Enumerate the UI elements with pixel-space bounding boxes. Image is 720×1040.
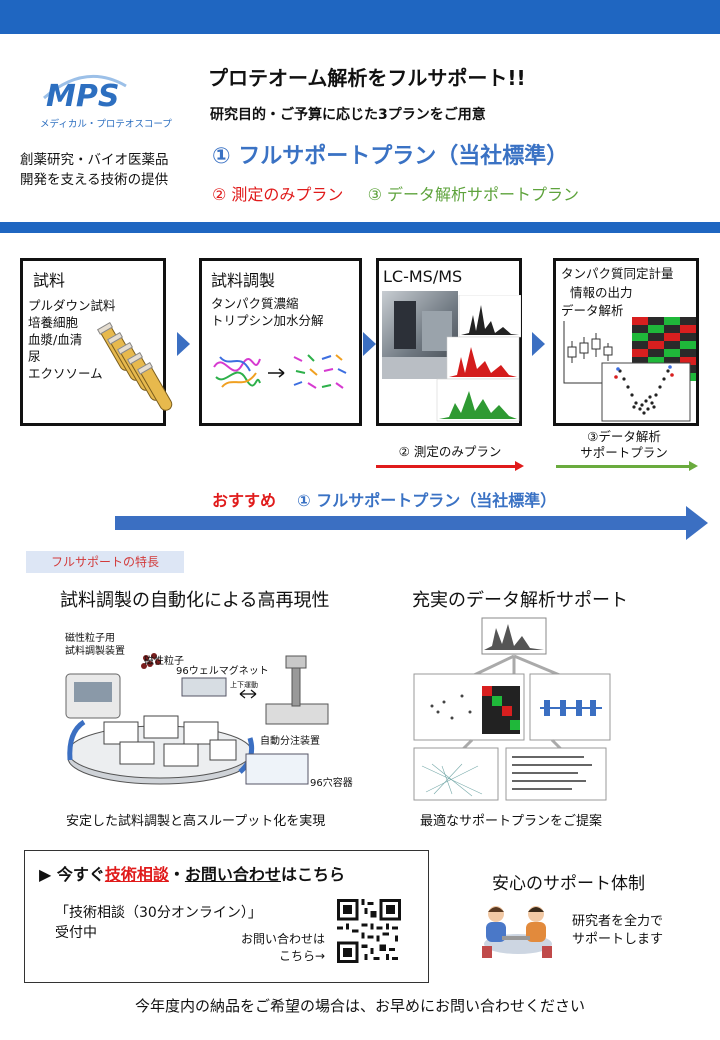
headline: プロテオーム解析をフルサポート!! — [208, 66, 526, 90]
tech-consult-link[interactable]: 技術相談 — [104, 865, 169, 884]
contact-suffix: はこちら — [280, 865, 345, 884]
plan3-flow-label: ③データ解析 サポートプラン — [562, 429, 686, 461]
support-line: 研究者を全力で — [572, 914, 664, 929]
support-line: サポートします — [572, 932, 664, 947]
data-analysis-plots-icon — [563, 317, 696, 422]
contact-heading: ▶ 今すぐ技術相談・お問い合わせはこちら — [39, 861, 345, 885]
plan1-title: ① フルサポートプラン（当社標準） — [212, 144, 569, 169]
flow-arrow-icon — [177, 332, 190, 356]
analysis-caption: 最適なサポートプランをご提案 — [420, 814, 603, 829]
step-item: 血漿/血清 — [28, 332, 83, 347]
workflow-step-lcms: LC-MS/MS — [376, 258, 522, 426]
step-item: トリプシン加水分解 — [211, 313, 324, 328]
contact-panel: ▶ 今すぐ技術相談・お問い合わせはこちら 「技術相談（30分オンライン）」 受付… — [24, 850, 429, 983]
logo-subtitle: メディカル・プロテオスコープ — [40, 119, 172, 130]
features-tag: フルサポートの特長 — [26, 551, 184, 573]
step-title: 試料 — [33, 271, 66, 290]
step-item-list: タンパク質濃縮 トリプシン加水分解 — [211, 295, 324, 329]
device-label: 磁性粒子用 試料調製装置 — [65, 632, 125, 658]
inquiry-hint-line: お問い合わせは — [240, 932, 325, 946]
feature-heading-automation: 試料調製の自動化による高再現性 — [60, 590, 330, 611]
inquiry-hint-line: こちら→ — [278, 949, 325, 963]
tagline-line: 開発を支える技術の提供 — [20, 172, 169, 188]
step-item-list: プルダウン試料 培養細胞 血漿/血清 尿 エクソソーム — [28, 297, 116, 382]
qr-code-icon[interactable] — [337, 899, 401, 963]
arrow-right-icon — [515, 461, 524, 471]
section-divider-bar — [0, 222, 720, 233]
flow-arrow-icon — [532, 332, 545, 356]
plan3-flow-line — [556, 465, 690, 468]
data-analysis-illustration — [413, 617, 611, 801]
dispenser-label: 自動分注装置 — [260, 736, 320, 747]
sample-tubes-icon — [97, 322, 175, 423]
step-item: データ解析 — [561, 303, 624, 318]
automation-equipment-icon — [65, 653, 329, 785]
top-banner-bar — [0, 0, 720, 34]
subheadline: 研究目的・ご予算に応じた3プランをご用意 — [210, 107, 486, 123]
step-item: 尿 — [28, 349, 41, 364]
plan2-flow-label: ② 測定のみプラン — [398, 444, 502, 459]
arrow-right-icon — [689, 461, 698, 471]
plate-label: 96穴容器 — [310, 778, 353, 789]
step-item: 情報の出力 — [570, 285, 633, 300]
flow-arrow-icon — [363, 332, 376, 356]
support-text: 研究者を全力で サポートします — [572, 913, 663, 949]
step-title: 試料調製 — [211, 271, 276, 290]
contact-prefix: ▶ 今すぐ — [39, 865, 105, 884]
consult-line: 受付中 — [55, 925, 97, 941]
inquiry-hint: お問い合わせは こちら→ — [221, 931, 325, 965]
tagline-line: 創薬研究・バイオ医薬品 — [20, 152, 169, 168]
workflow-step-analysis: タンパク質同定計量 情報の出力 データ解析 — [553, 258, 699, 426]
consult-info: 「技術相談（30分オンライン）」 受付中 — [55, 903, 262, 943]
arrow-right-icon — [686, 506, 708, 540]
step-item: タンパク質濃縮 — [211, 296, 299, 311]
updown-label: 上下運動 — [230, 681, 258, 689]
contact-dot: ・ — [168, 865, 185, 884]
footer-note: 今年度内の納品をご希望の場合は、お早めにお問い合わせください — [134, 997, 585, 1015]
mass-spectrum-icon — [436, 295, 521, 422]
automation-caption: 安定した試料調製と高スループット化を実現 — [66, 814, 326, 829]
support-heading: 安心のサポート体制 — [492, 874, 645, 894]
logo-mark-icon: MPS — [43, 74, 127, 114]
feature-heading-analysis: 充実のデータ解析サポート — [412, 590, 628, 611]
device-label-line: 磁性粒子用 — [65, 633, 115, 644]
protein-digestion-icon — [213, 354, 347, 389]
particles-label: 磁性粒子 — [144, 656, 184, 667]
consult-line: 「技術相談（30分オンライン）」 — [55, 905, 262, 921]
plan2-flow-line — [376, 465, 516, 468]
step-item: エクソソーム — [28, 366, 103, 381]
step-title: LC-MS/MS — [383, 267, 463, 286]
recommend-plan: ① フルサポートプラン（当社標準） — [297, 491, 557, 510]
plan3-label-line: サポートプラン — [580, 445, 668, 460]
support-team-icon — [482, 906, 552, 958]
plan2-title: ② 測定のみプラン — [212, 185, 344, 204]
company-tagline: 創薬研究・バイオ医薬品 開発を支える技術の提供 — [20, 150, 205, 190]
magnet-label: 96ウェルマグネット — [176, 666, 269, 677]
device-label-line: 試料調製装置 — [65, 646, 125, 657]
recommend-prefix: おすすめ — [212, 491, 277, 510]
full-support-flow-line — [115, 516, 695, 530]
plans-line: ② 測定のみプラン ③ データ解析サポートプラン — [212, 181, 579, 205]
workflow-step-preparation: 試料調製 タンパク質濃縮 トリプシン加水分解 — [199, 258, 362, 426]
step-item: プルダウン試料 — [28, 298, 116, 313]
plan3-title: ③ データ解析サポートプラン — [367, 185, 580, 204]
automation-illustration: 磁性粒子用 試料調製装置 磁性粒子 96ウェルマグネット 上下運動 自動分注装置… — [60, 628, 360, 798]
company-logo: MPS メディカル・プロテオスコープ — [40, 68, 172, 130]
logo-text: MPS — [46, 79, 119, 110]
step-title: タンパク質同定計量 — [561, 266, 674, 281]
step-item: 培養細胞 — [28, 315, 79, 330]
inquiry-link[interactable]: お問い合わせ — [184, 865, 281, 884]
plan3-label-line: ③データ解析 — [587, 429, 661, 444]
recommendation-line: おすすめ ① フルサポートプラン（当社標準） — [212, 487, 556, 511]
workflow-step-sample: 試料 プルダウン試料 培養細胞 血漿/血清 尿 エクソソーム — [20, 258, 175, 426]
lcms-instrument-photo — [382, 291, 458, 379]
